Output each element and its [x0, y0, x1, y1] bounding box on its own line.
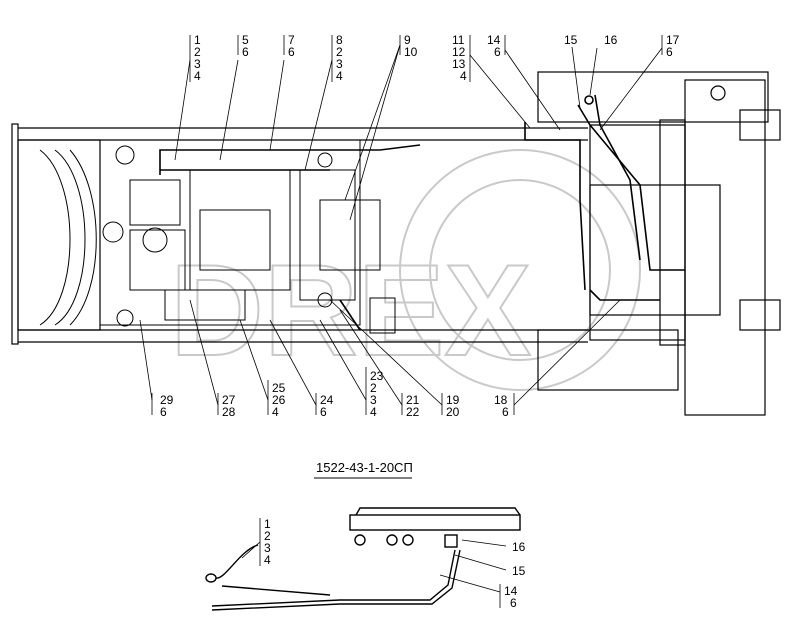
callout-21-22: 21 22 [406, 393, 420, 419]
detail-leader-lines [241, 518, 507, 608]
leader-lines [139, 35, 663, 415]
callout-16: 16 [604, 33, 618, 47]
callout-label: 27 [222, 393, 236, 407]
callout-label: 4 [194, 69, 201, 83]
callout-label: 10 [404, 45, 418, 59]
callout-27-28: 27 28 [222, 393, 236, 419]
callout-label: 3 [336, 57, 343, 71]
callout-14-6: 14 6 [487, 33, 501, 59]
callout-label: 4 [370, 405, 377, 419]
drawing-number: 1522-43-1-20СП [316, 460, 413, 475]
callout-15: 15 [564, 33, 578, 47]
callout-7-6: 7 6 [288, 33, 295, 59]
callout-label: 17 [666, 33, 680, 47]
callout-label: 1 [264, 517, 271, 531]
callout-label: 19 [446, 393, 460, 407]
callout-label: 6 [288, 45, 295, 59]
pipes [159, 94, 685, 331]
callout-label: 6 [320, 405, 327, 419]
callout-label: 6 [494, 45, 501, 59]
callout-label: 2 [336, 45, 343, 59]
detail-callout-14-6: 14 6 [504, 584, 518, 610]
callout-29-6: 29 6 [160, 393, 174, 419]
callout-19-20: 19 20 [446, 393, 460, 419]
callout-label: 2 [264, 529, 271, 543]
watermark-gear [399, 149, 641, 391]
callout-label: 11 [452, 33, 465, 47]
callout-18-6: 18 6 [494, 393, 509, 419]
callout-label: 24 [320, 393, 334, 407]
callout-label: 26 [272, 393, 286, 407]
callout-label: 20 [446, 405, 460, 419]
callout-8-2-3-4: 8 2 3 4 [336, 33, 343, 83]
callout-label: 16 [604, 33, 618, 47]
callout-label: 14 [504, 584, 518, 598]
callout-23-2-3-4: 23 2 3 4 [370, 369, 384, 419]
callout-25-26-4: 25 26 4 [272, 381, 286, 419]
callout-label: 18 [494, 393, 508, 407]
detail-callout-1-2-3-4: 1 2 3 4 [264, 517, 271, 567]
callout-label: 3 [370, 393, 377, 407]
callout-label: 4 [336, 69, 343, 83]
callout-label: 6 [510, 596, 517, 610]
callout-label: 6 [160, 405, 167, 419]
detail-pipe [205, 507, 521, 611]
callout-label: 25 [272, 381, 286, 395]
watermark-text: DREX [170, 237, 531, 383]
detail-callout-16: 16 [512, 540, 526, 554]
callout-label: 12 [452, 45, 466, 59]
callout-label: 6 [242, 45, 249, 59]
callout-17-6: 17 6 [666, 33, 680, 59]
callout-label: 3 [194, 57, 201, 71]
radiator-fan [39, 149, 97, 326]
callout-label: 1 [194, 33, 201, 47]
callout-label: 9 [404, 33, 411, 47]
callout-11-12-13-4: 11 12 13 4 [452, 33, 467, 83]
callout-label: 22 [406, 405, 420, 419]
callout-label: 8 [336, 33, 343, 47]
callout-label: 5 [242, 33, 249, 47]
callout-label: 2 [194, 45, 201, 59]
callout-label: 3 [264, 541, 271, 555]
callout-label: 4 [272, 405, 279, 419]
callout-label: 21 [406, 393, 420, 407]
callout-label: 13 [452, 57, 466, 71]
callout-label: 23 [370, 369, 384, 383]
callout-5-6: 5 6 [242, 33, 249, 59]
callout-9-10: 9 10 [404, 33, 418, 59]
callout-label: 4 [264, 553, 271, 567]
callout-label: 6 [666, 45, 673, 59]
callout-label: 15 [564, 33, 578, 47]
callout-1-2-3-4: 1 2 3 4 [194, 33, 201, 83]
detail-callout-15: 15 [512, 564, 526, 578]
callout-label: 2 [370, 381, 377, 395]
callout-label: 4 [460, 69, 467, 83]
callout-label: 28 [222, 405, 236, 419]
callout-label: 14 [487, 33, 501, 47]
callout-label: 29 [160, 393, 174, 407]
callout-label: 7 [288, 33, 295, 47]
callout-24-6: 24 6 [320, 393, 334, 419]
callout-label: 6 [502, 405, 509, 419]
